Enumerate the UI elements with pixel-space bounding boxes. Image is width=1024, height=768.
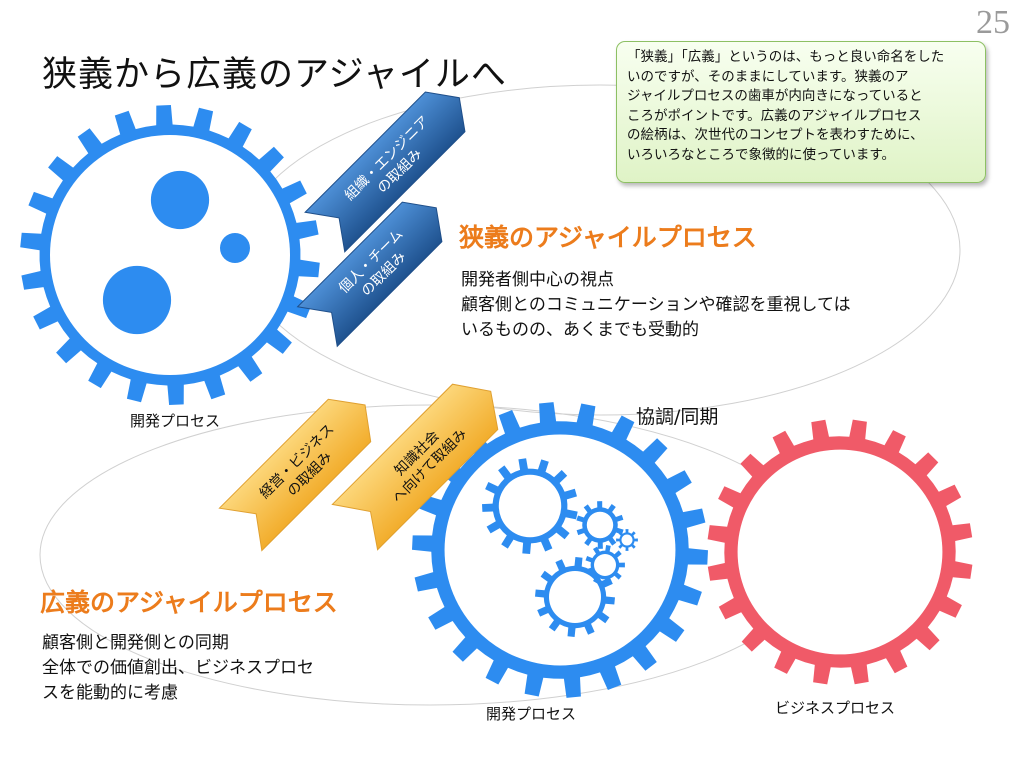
gear-icon-hub (594, 554, 616, 576)
broad-dev-gear-label: 開発プロセス (486, 705, 577, 723)
note-line: いろいろなところで象徴的に使っています。 (627, 146, 895, 163)
narrow-gear-label: 開発プロセス (130, 412, 221, 430)
narrow-heading: 狭義のアジャイルプロセス (459, 223, 757, 252)
narrow-description-line: いるものの、あくまでも受動的 (461, 320, 699, 340)
gear-icon-hub (102, 265, 172, 335)
gear-icon-hub (444, 434, 676, 666)
broad-description-line: 顧客側と開発側との同期 (42, 633, 229, 653)
broad-description-line: 全体での価値創出、ビジネスプロセ (42, 658, 314, 678)
broad-heading: 広義のアジャイルプロセス (40, 588, 338, 617)
note-line: いのですが、そのままにしています。狭義のア (627, 68, 909, 85)
gear-icon-hub (498, 474, 562, 538)
sync-label: 協調/同期 (636, 406, 719, 428)
yellow-arrow-business: 経営・ビジネス の取組み (218, 398, 372, 552)
gear-icon-hub (549, 571, 601, 623)
note-line: ころがポイントです。広義のアジャイルプロセス (627, 107, 922, 124)
note-callout: 「狭義」「広義」というのは、もっと良い命名をした いのですが、そのままにしていま… (616, 41, 986, 183)
note-line: 「狭義」「広義」というのは、もっと良い命名をした (627, 49, 945, 65)
blue-arrow-organization: 組織・エンジニア の取組み (304, 91, 466, 253)
page-number: 25 (976, 4, 1010, 41)
page-title: 狭義から広義のアジャイルへ (42, 55, 507, 95)
gear-icon-hub (220, 233, 250, 263)
narrow-description: 開発者側中心の視点 顧客側とのコミュニケーションや確認を重視しては いるものの、… (461, 268, 851, 343)
arrow-icon (218, 398, 372, 552)
narrow-description-line: 顧客側とのコミュニケーションや確認を重視しては (461, 295, 851, 315)
note-line: の絵柄は、次世代のコンセプトを表わすために、 (627, 127, 924, 143)
gear-icon-hub (586, 511, 614, 539)
arrow-icon (296, 201, 443, 348)
gear-icon-hub (621, 534, 633, 546)
broad-biz-gear-label: ビジネスプロセス (775, 699, 896, 717)
broad-description-line: スを能動的に考慮 (42, 683, 178, 703)
narrow-gear-group (20, 105, 320, 405)
narrow-description-line: 開発者側中心の視点 (461, 270, 614, 290)
arrow-icon (331, 383, 499, 551)
arrow-icon (304, 91, 466, 253)
gear-icon-hub (737, 449, 943, 655)
gear-icon-hub (150, 170, 210, 230)
broad-description: 顧客側と開発側との同期 全体での価値創出、ビジネスプロセ スを能動的に考慮 (42, 631, 314, 706)
broad-gear-group (412, 402, 973, 698)
note-line: ジャイルプロセスの歯車が内向きになっていると (627, 88, 923, 104)
